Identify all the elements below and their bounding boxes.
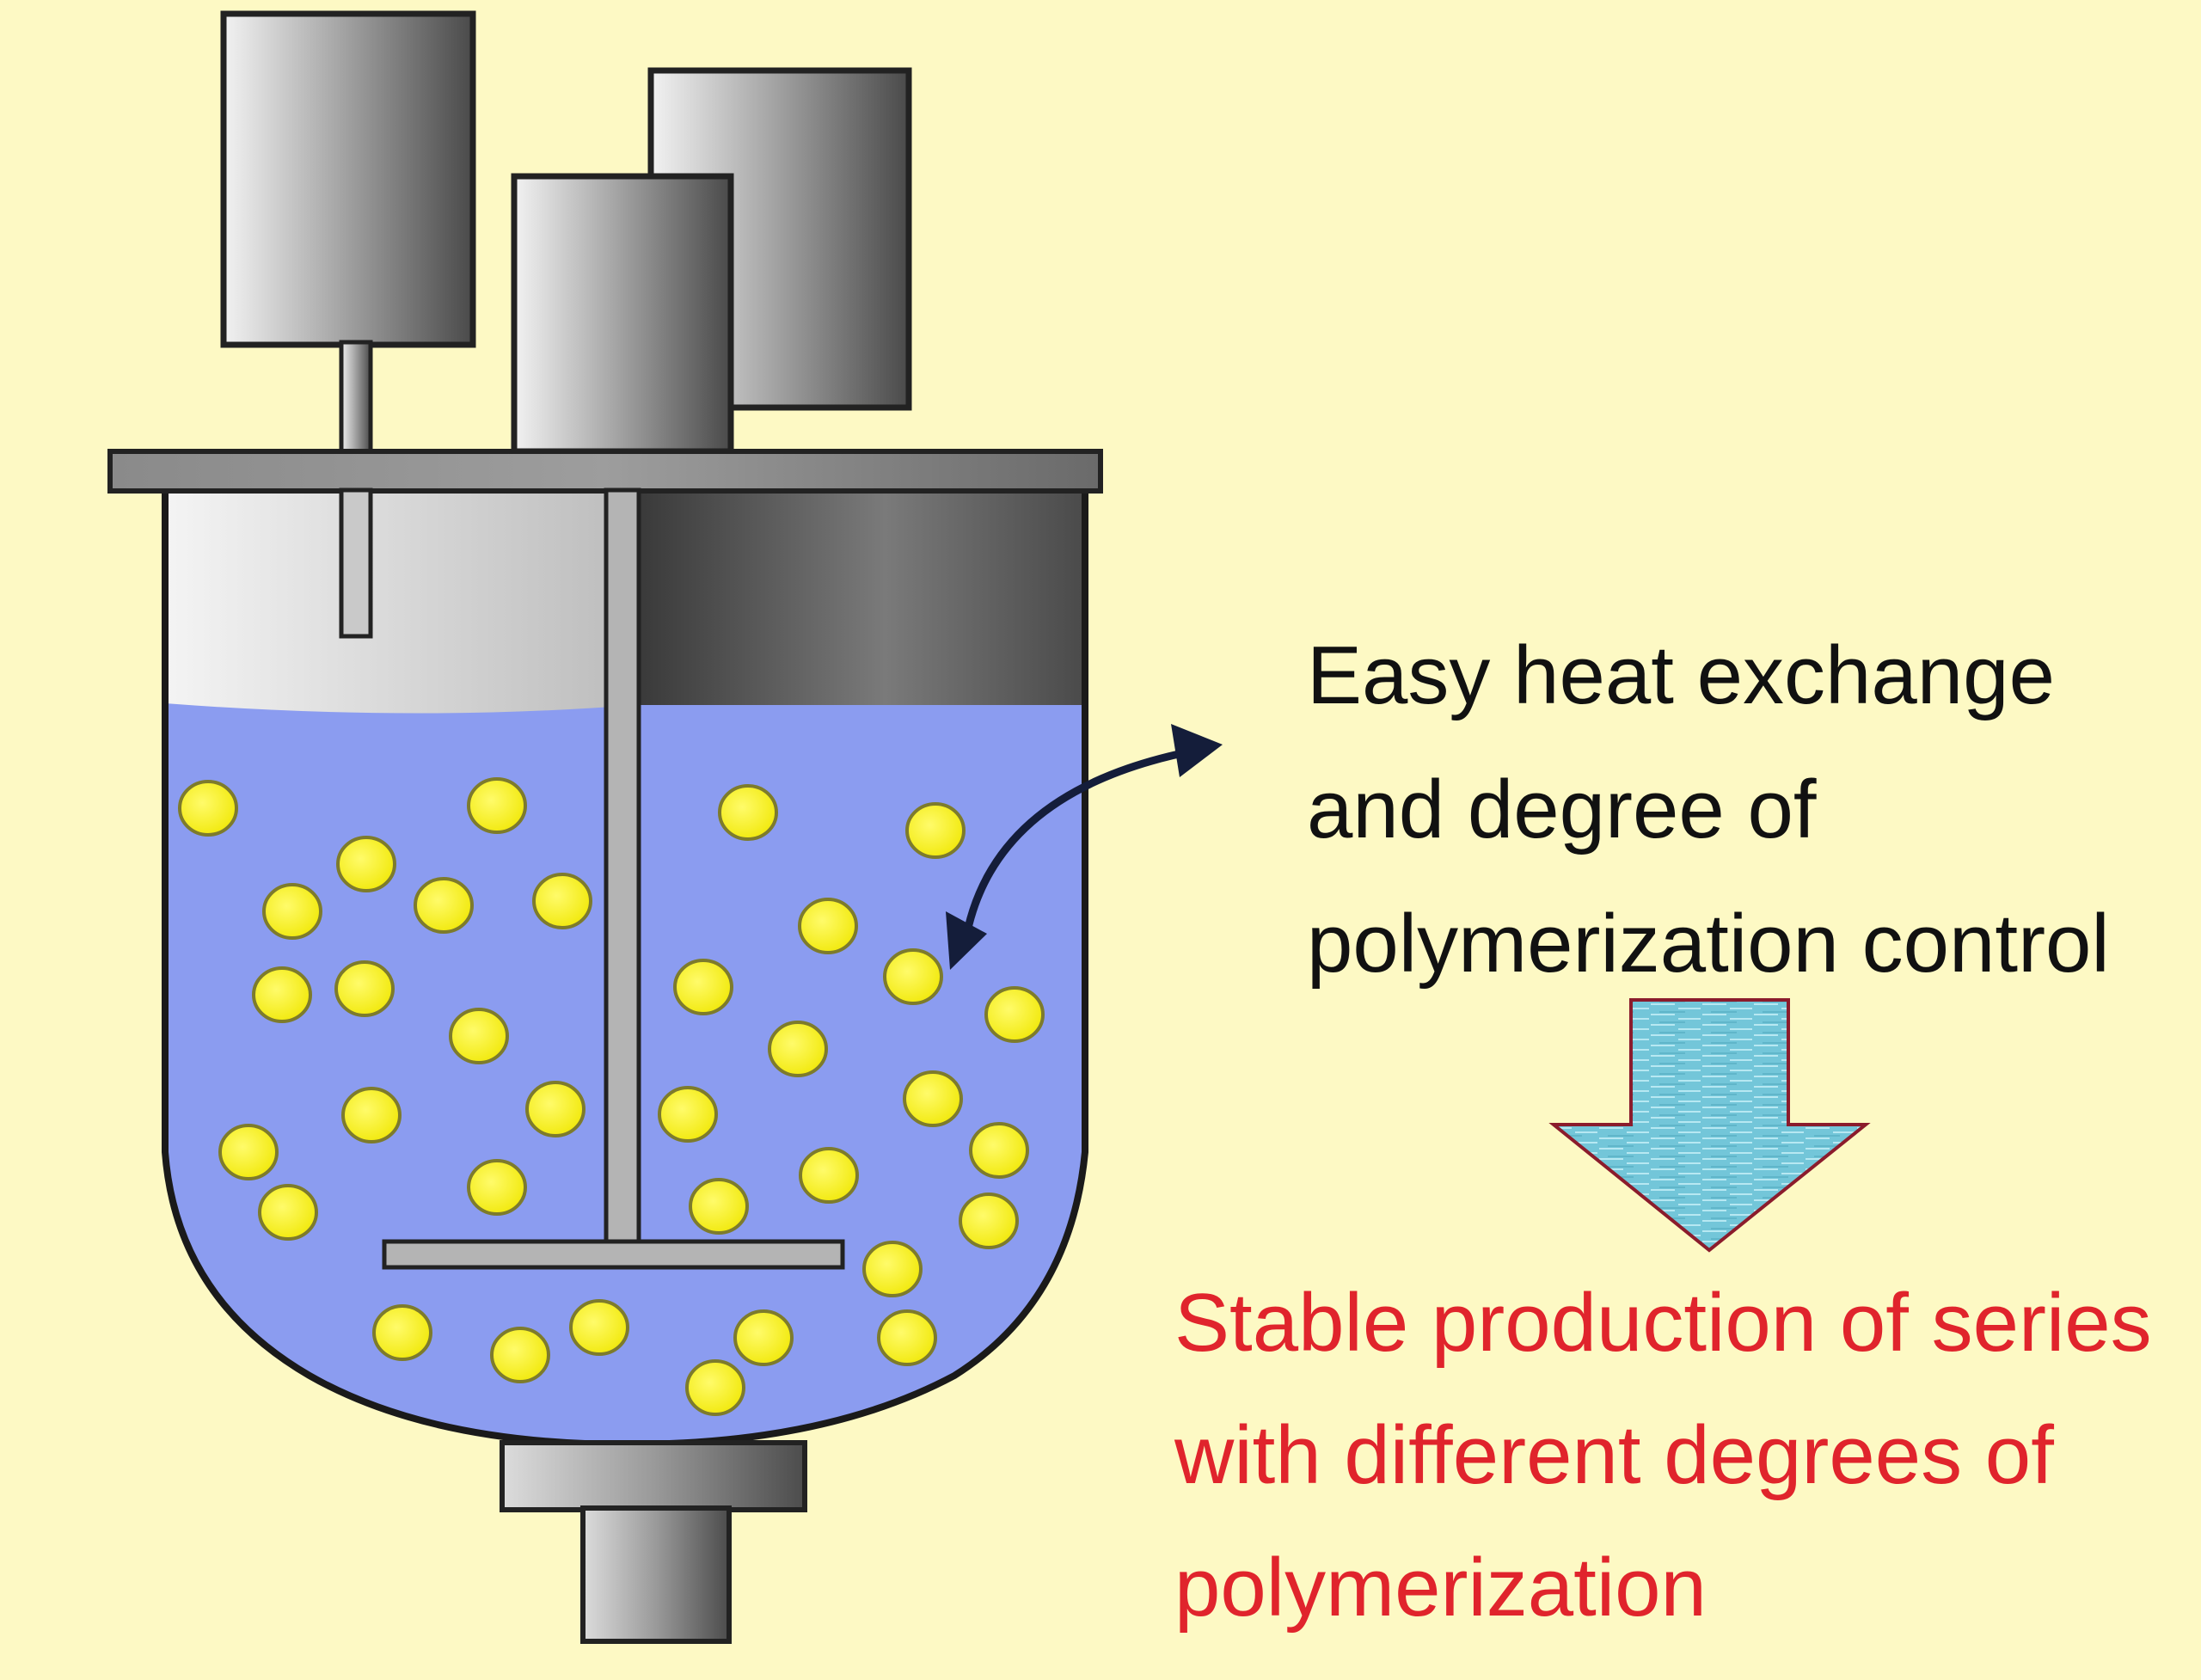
particle [449, 1008, 509, 1064]
agitator-impeller [382, 1239, 845, 1270]
particle [969, 1122, 1029, 1179]
particle [525, 1081, 586, 1137]
outlet-flange [500, 1440, 807, 1512]
motor-center [511, 173, 734, 455]
particle [490, 1327, 550, 1383]
polymer-particles [178, 777, 1045, 1416]
particle [984, 986, 1045, 1043]
particle [372, 1304, 432, 1361]
motor-left-shaft [339, 340, 373, 455]
particle [178, 780, 238, 837]
particle [532, 873, 592, 929]
particle [799, 1147, 859, 1204]
particle [877, 1309, 937, 1366]
motor-left [220, 10, 476, 348]
particle [685, 1359, 745, 1416]
particle [959, 1193, 1019, 1249]
particle [903, 1070, 963, 1127]
probe-rod [339, 487, 373, 639]
annotation-bottom-line-2: with different degrees of [1174, 1409, 2054, 1501]
annotation-bottom-line-1: Stable production of series [1174, 1277, 2152, 1369]
particle [883, 948, 943, 1005]
particle [262, 883, 322, 940]
outlet-pipe [580, 1505, 732, 1644]
particle [258, 1184, 318, 1241]
particle [905, 802, 966, 859]
vessel-headspace-right [641, 481, 1085, 705]
particle [658, 1086, 718, 1143]
particle [862, 1241, 923, 1297]
particle [341, 1087, 402, 1144]
particle [768, 1021, 828, 1077]
particle [689, 1178, 749, 1235]
particle [733, 1309, 794, 1366]
annotation-stable-production: Stable production of series with differe… [1174, 1257, 2180, 1654]
particle [414, 877, 474, 934]
particle [252, 966, 312, 1023]
double-headed-curved-arrow-icon [946, 724, 1223, 970]
particle [467, 777, 527, 834]
annotation-top-line-1: Easy heat exchange [1307, 629, 2055, 721]
particle [467, 1159, 527, 1216]
particle [334, 960, 395, 1017]
particle [218, 1124, 279, 1180]
annotation-bottom-line-3: polymerization [1174, 1542, 1707, 1634]
particle [798, 898, 858, 954]
particle [673, 959, 733, 1015]
annotation-heat-exchange: Easy heat exchange and degree of polymer… [1307, 609, 2175, 1011]
particle [569, 1299, 629, 1356]
reactor-lid [107, 449, 1103, 494]
agitator-shaft [604, 487, 641, 1269]
particle [336, 836, 396, 892]
annotation-top-line-2: and degree of [1307, 763, 1817, 855]
down-arrow-icon [1548, 998, 1871, 1253]
annotation-top-line-3: polymerization control [1307, 898, 2110, 990]
particle [718, 784, 778, 841]
